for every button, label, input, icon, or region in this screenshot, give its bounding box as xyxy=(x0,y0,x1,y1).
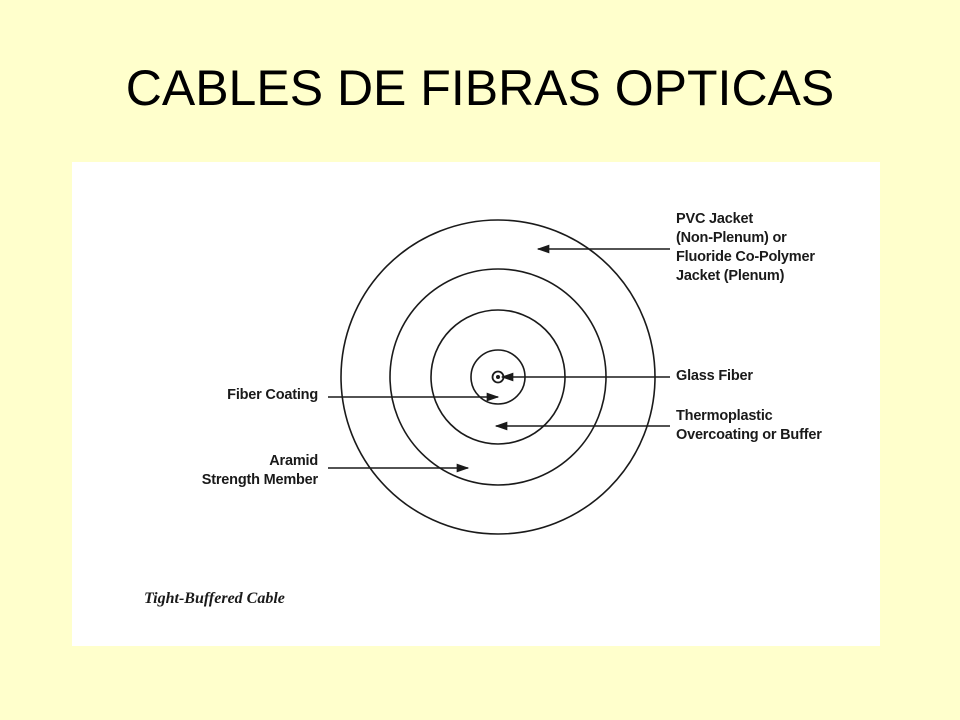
pvc-jacket-label-line: Jacket (Plenum) xyxy=(676,268,785,284)
aramid-label-line: Aramid xyxy=(269,453,318,469)
thermoplastic-label: Thermoplastic Overcoating or Buffer xyxy=(676,407,822,445)
pvc-jacket-label-line: Fluoride Co-Polymer xyxy=(676,249,815,265)
fiber-coating-label-line: Fiber Coating xyxy=(227,387,318,403)
cable-cross-section-diagram xyxy=(328,219,670,535)
figure-caption: Tight-Buffered Cable xyxy=(144,590,285,607)
page-title: CABLES DE FIBRAS OPTICAS xyxy=(125,60,835,116)
pvc-jacket-label: PVC Jacket (Non-Plenum) or Fluoride Co-P… xyxy=(676,210,815,286)
pvc-jacket-label-line: (Non-Plenum) or xyxy=(676,230,787,246)
glass-fiber-label-line: Glass Fiber xyxy=(676,368,753,384)
aramid-label-line: Strength Member xyxy=(201,472,318,488)
glass-fiber-label: Glass Fiber xyxy=(676,367,753,386)
aramid-label: Aramid Strength Member xyxy=(202,452,318,490)
cable-cross-section-figure: PVC Jacket (Non-Plenum) or Fluoride Co-P… xyxy=(72,162,880,646)
pvc-jacket-label-line: PVC Jacket xyxy=(676,211,753,227)
fiber-coating-label: Fiber Coating xyxy=(227,386,318,405)
thermoplastic-label-line: Overcoating or Buffer xyxy=(676,427,822,443)
thermoplastic-label-line: Thermoplastic xyxy=(676,408,773,424)
glass-fiber-core-dot xyxy=(496,375,500,379)
